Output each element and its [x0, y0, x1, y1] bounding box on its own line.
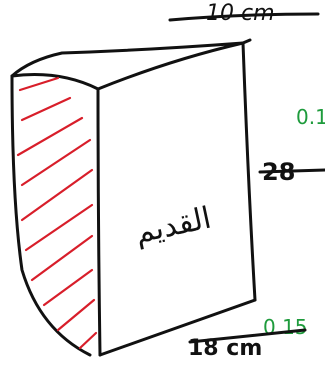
hatched-side-face [16, 76, 98, 350]
top-dimension-line [168, 12, 320, 22]
bottom-dimension-label: 18 cm [188, 336, 262, 361]
front-right-edge [241, 41, 257, 302]
right-dimension: 28 [258, 158, 325, 186]
front-face-label: القديم [132, 201, 214, 251]
corner-tick [241, 38, 252, 45]
left-edge [10, 74, 92, 357]
green-annotation-top: 0.1 [296, 105, 325, 129]
bottom-dimension-line [188, 328, 307, 344]
right-dimension-label: 28 [262, 158, 295, 186]
bottom-dimension: 18 cm [188, 328, 307, 361]
right-dimension-line [258, 168, 325, 174]
top-dimension: 10 cm [168, 1, 320, 26]
green-annotation-bottom: 0.15 [263, 315, 308, 339]
front-left-edge [96, 87, 102, 357]
top-dimension-label: 10 cm [206, 1, 275, 26]
box-outline [10, 38, 257, 357]
bottom-edge [98, 298, 257, 357]
